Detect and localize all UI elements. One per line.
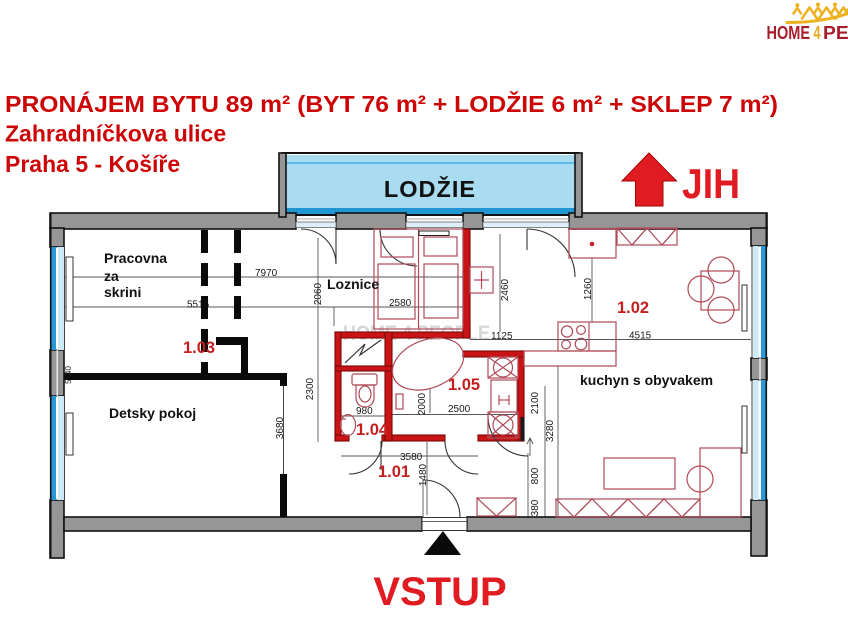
svg-text:2500: 2500 <box>448 404 471 415</box>
svg-text:2460: 2460 <box>500 278 511 301</box>
svg-text:7970: 7970 <box>255 268 278 279</box>
svg-text:1260: 1260 <box>583 277 594 300</box>
svg-text:980: 980 <box>356 406 373 417</box>
svg-text:PEOPLE: PEOPLE <box>823 23 848 43</box>
svg-text:VSTUP: VSTUP <box>373 570 506 614</box>
svg-text:HOME: HOME <box>767 23 811 43</box>
svg-text:3680: 3680 <box>275 416 286 439</box>
svg-text:1125: 1125 <box>491 331 513 342</box>
svg-text:1.01: 1.01 <box>378 463 410 481</box>
svg-text:2300: 2300 <box>305 377 316 400</box>
svg-text:1480: 1480 <box>418 463 429 486</box>
svg-text:2060: 2060 <box>313 282 324 305</box>
svg-text:skrini: skrini <box>104 284 141 300</box>
svg-text:4515: 4515 <box>629 331 652 342</box>
svg-text:800: 800 <box>530 467 541 484</box>
svg-text:JIH: JIH <box>682 160 740 207</box>
svg-text:4: 4 <box>814 23 821 43</box>
svg-text:1.04: 1.04 <box>356 421 389 439</box>
svg-text:380: 380 <box>530 499 541 516</box>
svg-text:2100: 2100 <box>530 391 541 414</box>
svg-text:1.03: 1.03 <box>183 339 215 357</box>
svg-text:Pracovna: Pracovna <box>104 250 167 266</box>
svg-text:PRONÁJEM BYTU 89 m² (BYT 76 m²: PRONÁJEM BYTU 89 m² (BYT 76 m² + LODŽIE … <box>5 90 778 117</box>
svg-text:2580: 2580 <box>389 298 412 309</box>
svg-text:Detsky pokoj: Detsky pokoj <box>109 405 196 421</box>
svg-text:Loznice: Loznice <box>327 276 379 292</box>
svg-text:5515: 5515 <box>187 300 210 311</box>
svg-text:za: za <box>104 268 119 284</box>
svg-text:2000: 2000 <box>417 392 428 415</box>
svg-text:Praha 5 - Košíře: Praha 5 - Košíře <box>5 151 180 177</box>
svg-text:3580: 3580 <box>400 452 423 463</box>
svg-text:3280: 3280 <box>545 419 556 442</box>
svg-text:1.05: 1.05 <box>448 376 480 394</box>
svg-text:Zahradníčkova ulice: Zahradníčkova ulice <box>5 121 226 147</box>
svg-text:kuchyn s obyvakem: kuchyn s obyvakem <box>580 372 713 388</box>
svg-text:LODŽIE: LODŽIE <box>384 175 476 202</box>
svg-text:1.02: 1.02 <box>617 299 649 317</box>
